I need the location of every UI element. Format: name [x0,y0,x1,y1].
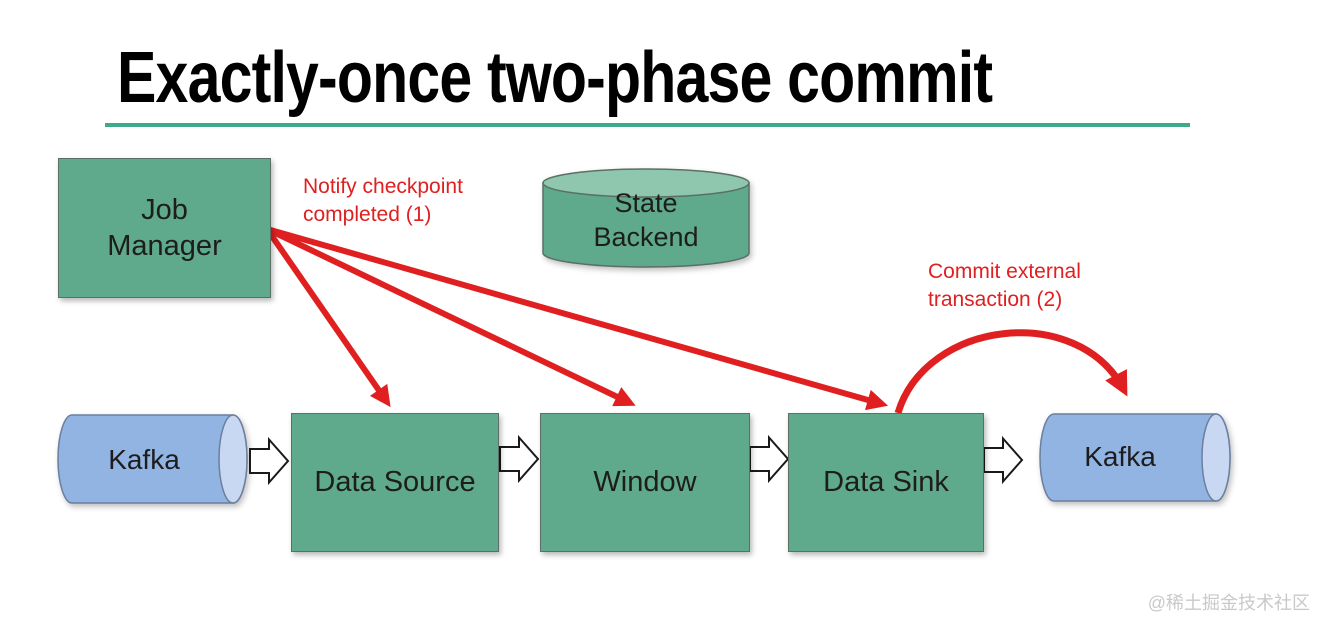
node-data-sink-label: Data Sink [823,466,949,499]
node-job-manager: Job Manager [58,158,271,298]
node-data-sink: Data Sink [788,413,984,552]
kafka-out-cylinder-cap [1201,413,1231,502]
notify-arrow-to-data-sink [266,226,889,411]
notify-arrow-to-window [265,226,636,407]
page-title: Exactly-once two-phase commit [117,38,993,118]
annotation-commit-transaction: Commit external transaction (2) [928,260,1081,312]
node-window: Window [540,413,750,552]
block-arrow-window-to-sink [749,434,790,484]
state-backend-cylinder-body [542,182,750,268]
kafka-in-cylinder-cap [218,414,248,504]
state-backend-cylinder-top [542,168,750,198]
annotation-notify-checkpoint: Notify checkpoint completed (1) [303,175,463,227]
node-data-source: Data Source [291,413,499,552]
notify-arrow-to-data-source [264,227,391,408]
commit-arc-arrow [894,329,1128,415]
title-underline [105,123,1190,127]
node-data-source-label: Data Source [314,466,476,499]
node-job-manager-label: Job Manager [107,193,222,262]
block-arrow-kafka-to-source [249,436,290,486]
node-window-label: Window [593,466,697,499]
watermark: @稀土掘金技术社区 [1147,593,1310,613]
kafka-in-cylinder [57,414,248,504]
kafka-out-cylinder [1039,413,1231,502]
block-arrow-sink-to-kafka [983,435,1024,485]
block-arrow-source-to-window [499,434,540,484]
state-backend-cylinder [542,168,750,268]
